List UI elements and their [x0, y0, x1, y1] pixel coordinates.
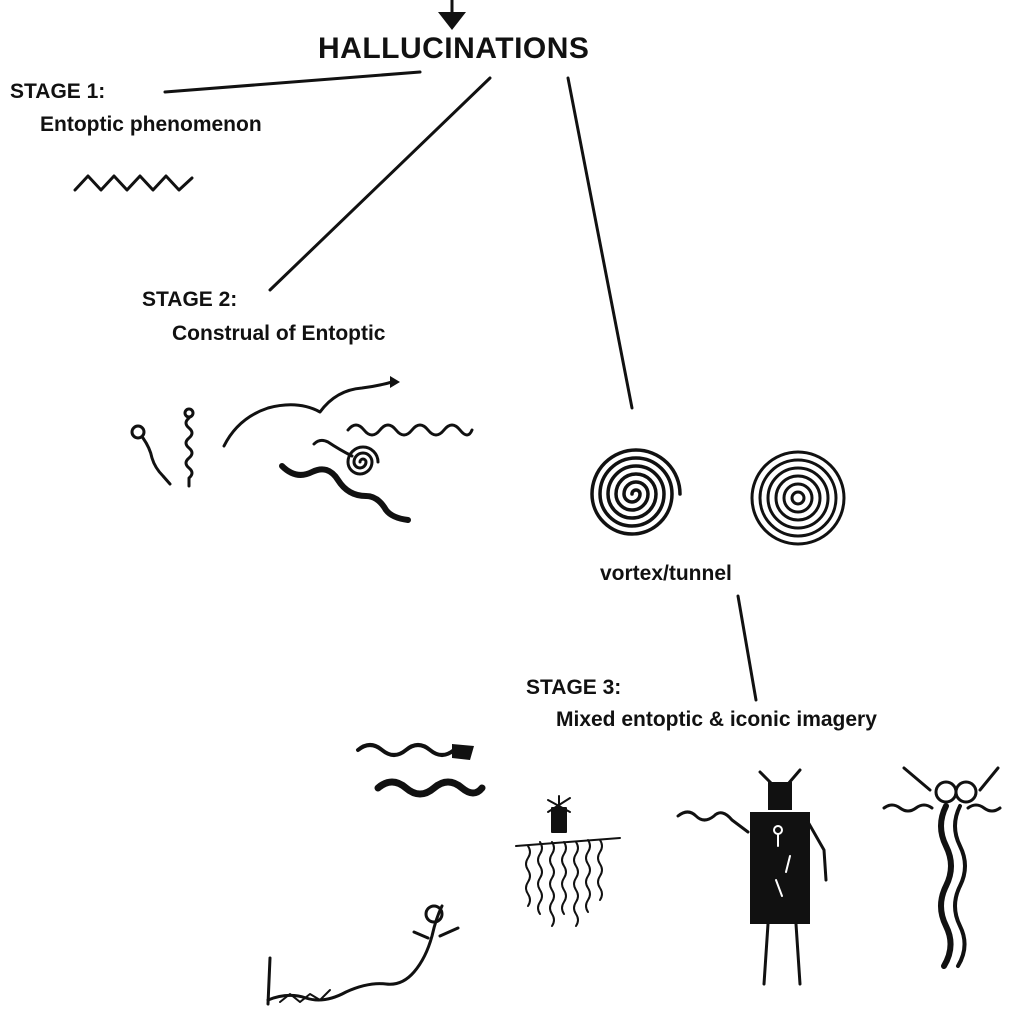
stage2-glyphs	[130, 376, 474, 523]
rain-curtain-figure	[515, 795, 621, 927]
zigzag-entoptic	[73, 174, 194, 192]
stage3-heading: STAGE 3:	[526, 676, 622, 699]
connector-stage2	[268, 76, 492, 292]
incoming-arrow	[438, 0, 466, 30]
small-spiral	[346, 445, 380, 476]
vortex-tunnel-label: vortex/tunnel	[600, 562, 732, 585]
stage2-subtitle: Construal of Entoptic	[172, 322, 386, 345]
anthropomorph-figure	[676, 768, 828, 986]
stage3-subtitle: Mixed entoptic & iconic imagery	[556, 708, 877, 731]
connector-stage3	[736, 594, 758, 702]
tunnel-concentric	[750, 450, 846, 546]
stage2-heading: STAGE 2:	[142, 288, 238, 311]
snake-figure	[266, 904, 460, 1006]
connector-stage1	[163, 70, 422, 94]
stage1-heading: STAGE 1:	[10, 80, 106, 103]
vortex-spiral	[590, 448, 682, 536]
connector-vortex	[566, 76, 634, 410]
stage3-wavy-lines	[356, 743, 486, 798]
diagram-title: HALLUCINATIONS	[318, 32, 590, 65]
stage1-subtitle: Entoptic phenomenon	[40, 113, 262, 136]
bird-headed-figure	[882, 766, 1002, 969]
